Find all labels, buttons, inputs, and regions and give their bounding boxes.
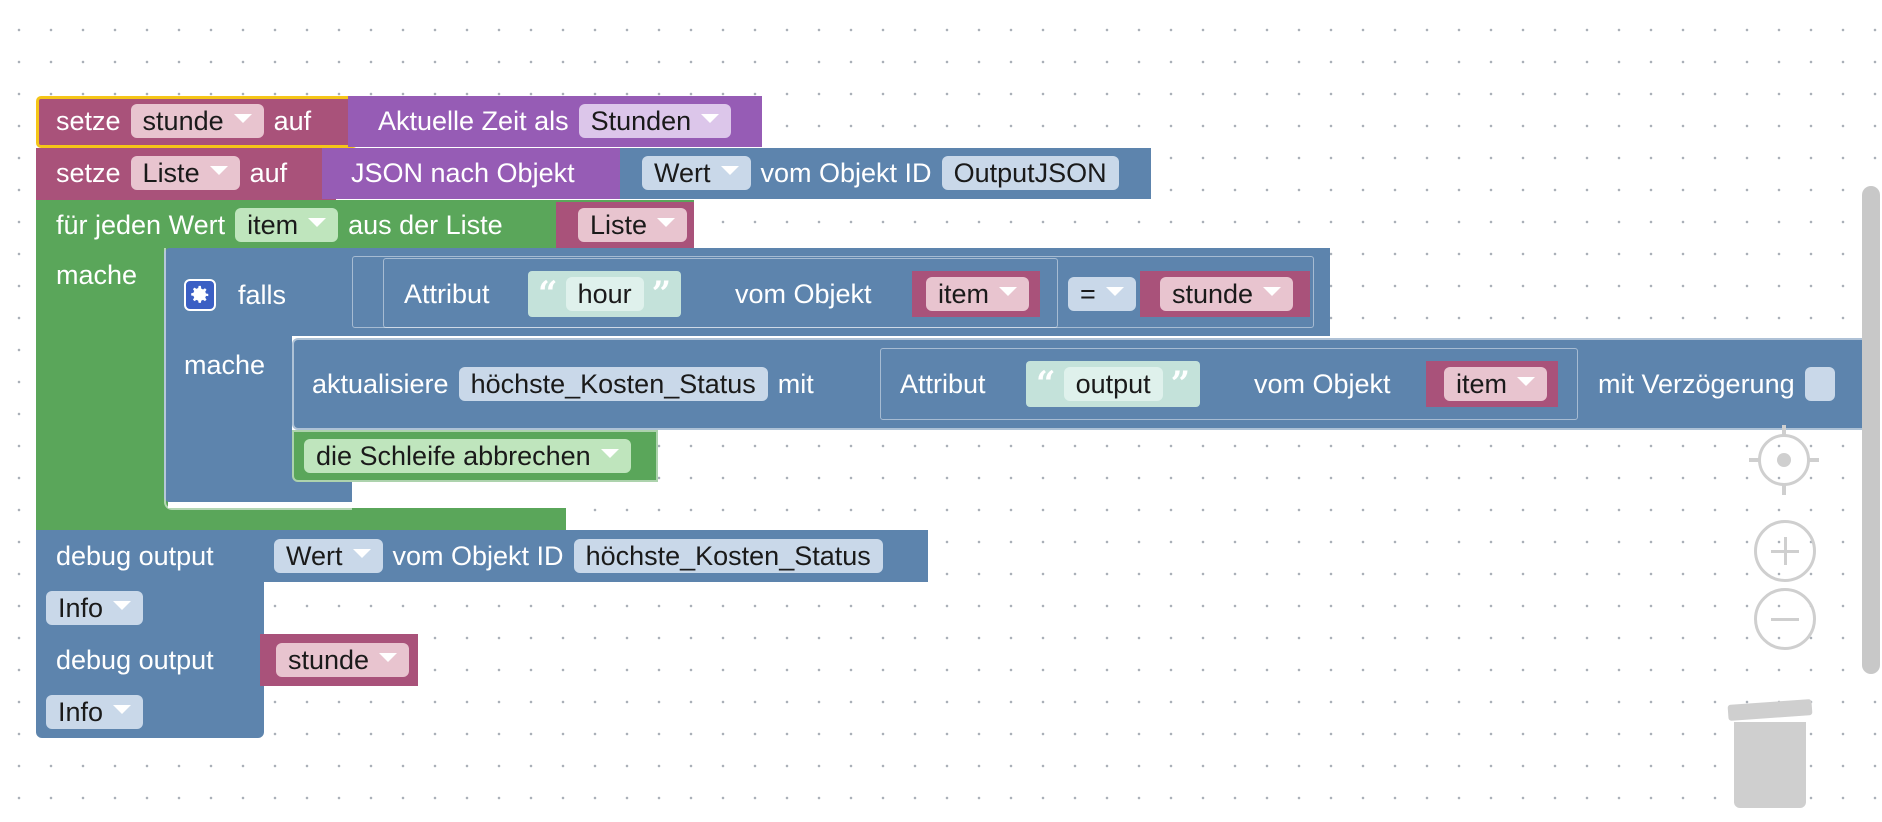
zoom-out-icon[interactable]: [1754, 588, 1816, 650]
debug-output-label: debug output: [56, 644, 214, 675]
log-level-dropdown[interactable]: Info: [46, 695, 144, 729]
object-id-label: vom Objekt ID: [760, 157, 932, 188]
item-dropdown[interactable]: item: [1444, 367, 1548, 401]
chevron-down-icon: [600, 448, 619, 458]
property-dropdown[interactable]: Wert: [274, 539, 383, 573]
chevron-down-icon: [720, 165, 739, 175]
object-id-label: vom Objekt ID: [392, 540, 564, 571]
delay-label: mit Verzögerung: [1598, 368, 1795, 399]
time-unit-dropdown[interactable]: Stunden: [578, 104, 732, 138]
debug-output-label: debug output: [56, 540, 214, 571]
with-label: mit: [777, 368, 814, 399]
string-field[interactable]: hour: [565, 277, 644, 311]
string-literal[interactable]: “ output ”: [1026, 361, 1201, 407]
chevron-down-icon: [999, 286, 1018, 296]
if-label: falls: [238, 279, 287, 310]
auf-label: auf: [249, 157, 288, 188]
open-quote-icon: “: [538, 274, 558, 314]
chevron-down-icon: [209, 165, 228, 175]
auf-label: auf: [273, 105, 312, 136]
chevron-down-icon: [308, 217, 327, 227]
center-icon[interactable]: [1749, 425, 1819, 495]
list-dropdown[interactable]: Liste: [578, 208, 688, 242]
object-id-field[interactable]: OutputJSON: [941, 156, 1119, 190]
attribute-slot[interactable]: [880, 348, 1578, 420]
json-to-object-block[interactable]: [322, 148, 634, 199]
zoom-in-icon[interactable]: [1754, 520, 1816, 582]
close-quote-icon: ”: [651, 274, 672, 314]
stunde-dropdown[interactable]: stunde: [1160, 277, 1294, 311]
open-quote-icon: “: [1036, 364, 1056, 404]
chevron-down-icon: [233, 113, 252, 123]
property-dropdown[interactable]: Wert: [642, 156, 751, 190]
variable-dropdown[interactable]: stunde: [130, 104, 264, 138]
loop-variable-dropdown[interactable]: item: [235, 208, 339, 242]
string-field[interactable]: output: [1063, 367, 1163, 401]
chevron-down-icon: [352, 548, 371, 558]
state-id-field[interactable]: höchste_Kosten_Status: [458, 367, 768, 401]
attribute-label: Attribut: [404, 278, 490, 309]
delay-checkbox[interactable]: [1804, 367, 1835, 401]
gear-icon[interactable]: [184, 279, 216, 311]
for-each-loop-body: [36, 200, 168, 512]
of-object-label: vom Objekt: [1254, 368, 1391, 399]
comparison-slot[interactable]: [352, 256, 1314, 328]
trash-icon[interactable]: [1727, 698, 1813, 812]
chevron-down-icon: [701, 113, 720, 123]
stunde-dropdown[interactable]: stunde: [276, 643, 410, 677]
for-each-label: für jeden Wert: [56, 209, 226, 240]
current-time-label: Aktuelle Zeit als: [378, 105, 569, 136]
of-object-label: vom Objekt: [735, 278, 872, 309]
item-dropdown[interactable]: item: [926, 277, 1030, 311]
chevron-down-icon: [1263, 286, 1282, 296]
setze-label: setze: [56, 157, 121, 188]
chevron-down-icon: [1517, 376, 1536, 386]
setze-label: setze: [56, 105, 121, 136]
attribute-slot[interactable]: [383, 258, 1058, 328]
if-do-label: mache: [184, 349, 266, 380]
variable-dropdown[interactable]: Liste: [130, 156, 240, 190]
json-label: JSON nach Objekt: [351, 157, 575, 188]
string-literal[interactable]: “ hour ”: [528, 271, 682, 317]
break-mode-dropdown[interactable]: die Schleife abbrechen: [304, 439, 631, 473]
for-each-loop-footer: [36, 508, 566, 530]
operator-dropdown[interactable]: =: [1068, 277, 1136, 311]
attribute-label: Attribut: [900, 368, 986, 399]
chevron-down-icon: [113, 600, 132, 610]
chevron-down-icon: [113, 704, 132, 714]
close-quote-icon: ”: [1170, 364, 1191, 404]
chevron-down-icon: [1105, 286, 1124, 296]
loop-do-label: mache: [56, 259, 138, 290]
object-id-field[interactable]: höchste_Kosten_Status: [573, 539, 883, 573]
chevron-down-icon: [657, 217, 676, 227]
log-level-dropdown[interactable]: Info: [46, 591, 144, 625]
from-list-label: aus der Liste: [348, 209, 503, 240]
chevron-down-icon: [379, 652, 398, 662]
update-label: aktualisiere: [312, 368, 449, 399]
vertical-scrollbar[interactable]: [1862, 186, 1880, 674]
